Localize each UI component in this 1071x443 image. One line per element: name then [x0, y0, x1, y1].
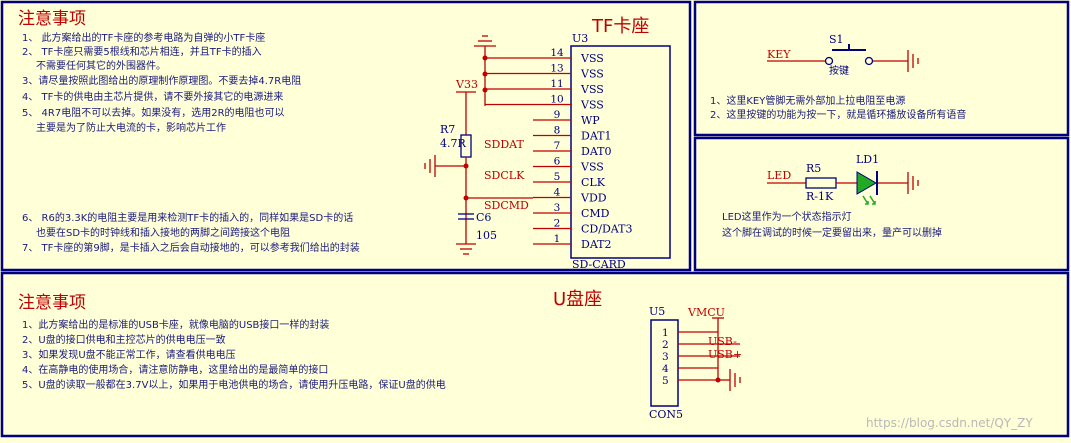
key-note-2: 2、这里按键的功能为按一下，就是循环播放设备所有语音 — [710, 108, 966, 121]
tf-pin-name: DAT0 — [581, 145, 612, 158]
tf-pin-number: 14 — [550, 47, 564, 59]
led-circuit — [767, 172, 919, 194]
tf-note-5: 5、 4R7电阻不可以去掉。如果没有，选用2R的电阻也可以 — [22, 106, 285, 119]
led-net-label: LED — [767, 169, 791, 182]
tf-notes-title: 注意事项 — [18, 9, 86, 29]
usb-connector-body — [650, 319, 679, 407]
tf-title: TF卡座 — [591, 16, 649, 37]
usb-dm-net-label: USB- — [708, 335, 737, 348]
led-note-1: LED这里作为一个状态指示灯 — [722, 210, 852, 223]
tf-note-6b: 也要在SD卡的时钟线和插入接地的两脚之间跨接这个电阻 — [36, 226, 290, 239]
key-switch-symbol — [767, 44, 919, 72]
tf-panel-frame — [0, 0, 692, 272]
tf-pin-number: 10 — [550, 94, 563, 106]
tf-pin-number: 11 — [550, 78, 563, 90]
sdcmd-net-label: SDCMD — [484, 199, 529, 212]
tf-pin-name: DAT2 — [581, 238, 612, 251]
usb-note-5: 5、U盘的读取一般都在3.7V以上，如果用于电池供电的场合，请使用升压电路，保证… — [22, 378, 446, 391]
usb-pin-number: 3 — [662, 351, 669, 363]
usb-dp-net-label: USB+ — [708, 348, 742, 361]
key-note-1: 1、这里KEY管脚无需外部加上拉电阻至电源 — [710, 94, 905, 107]
tf-ref: U3 — [572, 32, 588, 45]
tf-pin-number: 6 — [554, 156, 561, 168]
tf-pin-name: DAT1 — [581, 130, 612, 143]
tf-note-7: 7、 TF卡座的第9脚，是卡插入之后会自动接地的，可以参考我们给出的封装 — [22, 241, 360, 254]
v33-net-label: V33 — [455, 78, 478, 91]
usb-note-4: 4、在高静电的使用场合，请注意防静电，这里给出的是最简单的接口 — [22, 363, 328, 376]
ld1-ref: LD1 — [856, 153, 879, 166]
usb-note-1: 1、此方案给出的是标准的USB卡座，就像电脑的USB接口一样的封装 — [22, 318, 329, 331]
usb-pin-number: 4 — [662, 363, 669, 375]
tf-pin-name: VSS — [580, 52, 604, 65]
r5-value: R-1K — [806, 190, 834, 203]
led-panel-frame — [693, 136, 1070, 272]
tf-note-2b: 不需要任何其它的外围器件。 — [36, 59, 166, 72]
tf-pin-number: 5 — [554, 171, 561, 183]
usb-panel-frame — [0, 271, 1070, 438]
tf-note-5b: 主要是为了防止大电流的卡，影响芯片工作 — [36, 121, 226, 134]
vmcu-net-label: VMCU — [687, 306, 725, 319]
usb-title: U盘座 — [553, 289, 602, 310]
tf-pin-name: VSS — [580, 99, 604, 112]
c6-value: 105 — [476, 229, 497, 242]
led-light-arrows-icon — [862, 195, 876, 205]
tf-pin-number: 1 — [554, 233, 561, 245]
tf-note-3: 3、请尽量按照此图给出的原理制作原理图。不要去掉4.7R电阻 — [22, 74, 301, 87]
u5-part: CON5 — [649, 408, 683, 421]
tf-pin-name: CMD — [581, 207, 610, 220]
tf-pin-number: 9 — [554, 109, 561, 121]
tf-note-4: 4、 TF卡的供电由主芯片提供，请不要外接其它的电源进来 — [22, 90, 283, 103]
tf-pin-number: 7 — [554, 140, 561, 152]
key-net-label: KEY — [767, 48, 791, 61]
c6-ref: C6 — [476, 211, 491, 224]
key-switch-label: 按键 — [829, 64, 849, 77]
led-diode-icon — [856, 171, 877, 195]
tf-pin-name: CLK — [581, 176, 606, 189]
sddat-net-label: SDDAT — [484, 138, 525, 151]
tf-note-6: 6、 R6的3.3K的电阻主要是用来检测TF卡的插入的，同样如果是SD卡的话 — [22, 211, 353, 224]
tf-pin-number: 3 — [554, 202, 561, 214]
usb-note-3: 3、如果发现U盘不能正常工作，请查看供电电压 — [22, 348, 236, 361]
r7-ref: R7 — [440, 123, 455, 136]
tf-pin-name: WP — [581, 114, 600, 127]
tf-pin-name: VDD — [580, 192, 607, 205]
tf-pin-name: VSS — [580, 68, 604, 81]
tf-pin-number: 8 — [554, 125, 561, 137]
usb-wiring — [712, 317, 741, 391]
usb-pin-number: 2 — [662, 339, 669, 351]
u5-ref: U5 — [649, 305, 665, 318]
usb-pin-number: 5 — [662, 375, 669, 387]
watermark: https://blog.csdn.net/QY_ZY — [866, 416, 1033, 430]
key-switch-contact-right — [864, 56, 874, 66]
tf-pin-number: 4 — [554, 187, 561, 199]
r5-ref: R5 — [806, 162, 821, 175]
tf-note-1: 1、 此方案给出的TF卡座的参考电路为自弹的小TF卡座 — [22, 31, 265, 44]
usb-notes-title: 注意事项 — [18, 293, 86, 313]
key-panel-frame — [693, 0, 1070, 137]
tf-pin-name: CD/DAT3 — [581, 223, 632, 236]
s1-ref: S1 — [829, 33, 844, 46]
tf-pin-name: VSS — [580, 83, 604, 96]
tf-card-body — [570, 45, 671, 259]
tf-pin-number: 13 — [550, 63, 563, 75]
tf-pin-name: VSS — [580, 161, 604, 174]
tf-pin-number: 2 — [554, 218, 561, 230]
usb-pin-number: 1 — [662, 327, 669, 339]
usb-gnd-junction — [715, 377, 721, 383]
key-switch-contact-left — [824, 56, 834, 66]
tf-junctions — [463, 55, 488, 201]
r7-value: 4.7R — [440, 137, 466, 150]
led-note-2: 这个脚在调试的时候一定要留出来，量产可以删掉 — [722, 226, 942, 239]
usb-note-2: 2、U盘的接口供电和主控芯片的供电电压一致 — [22, 333, 226, 346]
tf-note-2: 2、 TF卡座只需要5根线和芯片相连，并且TF卡的插入 — [22, 45, 262, 58]
sdclk-net-label: SDCLK — [484, 169, 525, 182]
tf-part: SD-CARD — [572, 258, 626, 271]
